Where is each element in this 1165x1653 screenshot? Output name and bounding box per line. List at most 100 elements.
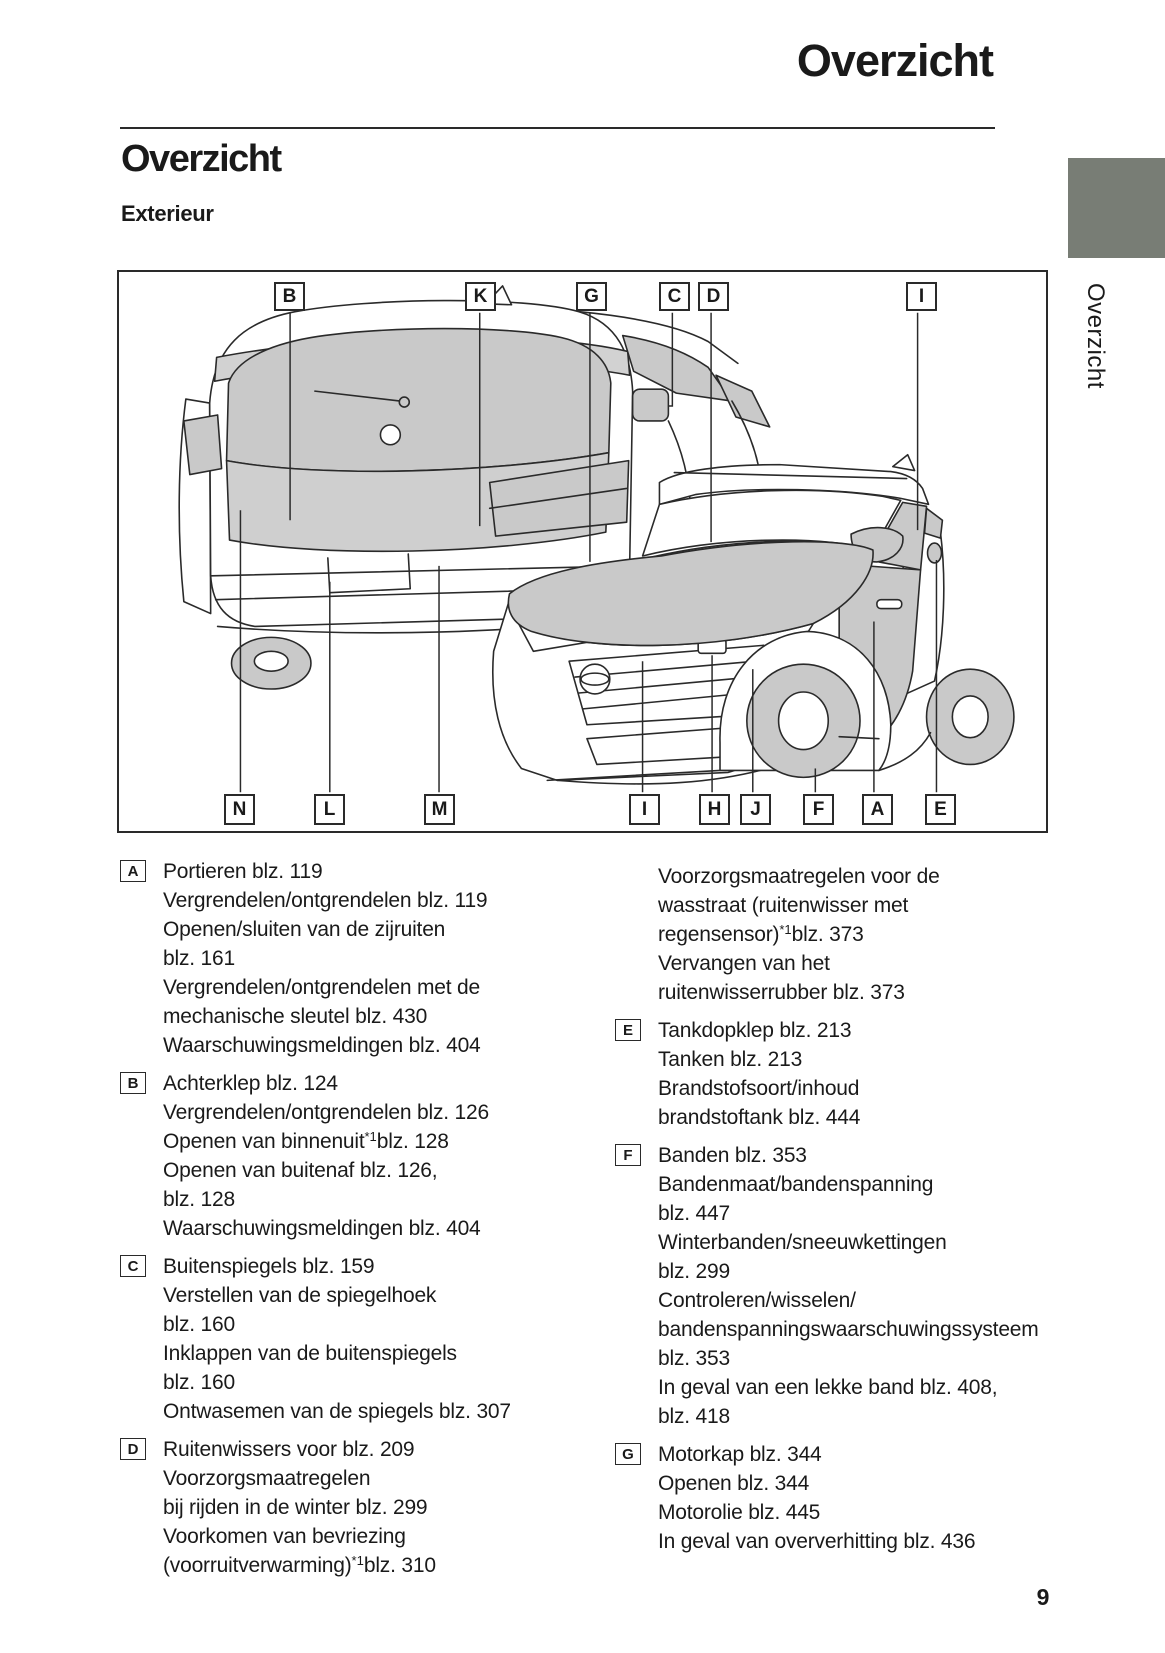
legend-line: blz. 447 [658,1202,730,1225]
page-number: 9 [1036,1584,1050,1610]
legend-letter-box-E: E [615,1019,641,1041]
legend-line: Tankdopklep blz. 213 [658,1019,852,1042]
section-tab [1068,158,1165,258]
legend-line: (voorruitverwarming)*1blz. 310 [163,1553,436,1577]
legend-line: brandstoftank blz. 444 [658,1106,861,1129]
legend-line: blz. 160 [163,1313,235,1336]
subsection-title: Exterieur [121,201,214,226]
legend-letter-box-D: D [120,1438,146,1460]
legend-line: Openen/sluiten van de zijruiten [163,918,446,941]
legend-line: Waarschuwingsmeldingen blz. 404 [163,1034,481,1057]
legend-line: ruitenwisserrubber blz. 373 [658,981,905,1004]
legend-line: mechanische sleutel blz. 430 [163,1005,428,1028]
legend-line: In geval van oververhitting blz. 436 [658,1530,976,1553]
legend-line: Vervangen van het [658,952,830,975]
legend-line: Ruitenwissers voor blz. 209 [163,1438,415,1461]
legend-line: blz. 160 [163,1371,235,1394]
legend-line: regensensor)*1blz. 373 [658,922,864,946]
diagram-label-I-bottom: I [629,794,660,825]
legend-line: bandenspanningswaarschuwingssysteem [658,1318,1039,1341]
legend-line: blz. 299 [658,1260,730,1283]
legend-letter-box-A: A [120,860,146,882]
diagram-label-E-bottom: E [925,794,956,825]
diagram-label-J-bottom: J [740,794,771,825]
legend-line: bij rijden in de winter blz. 299 [163,1496,428,1519]
legend-line: Voorzorgsmaatregelen voor de [658,865,940,888]
header-rule [120,127,995,129]
legend-line: Ontwasemen van de spiegels blz. 307 [163,1400,511,1423]
legend-line: Portieren blz. 119 [163,860,323,883]
diagram-label-L-bottom: L [314,794,345,825]
diagram-label-F-bottom: F [803,794,834,825]
legend-line: Waarschuwingsmeldingen blz. 404 [163,1217,481,1240]
legend-line: Openen blz. 344 [658,1472,810,1495]
legend-right-column: Voorzorgsmaatregelen voor de wasstraat (r… [615,862,1165,1565]
legend-line: Brandstofsoort/inhoud [658,1077,860,1100]
legend-letter-spacer [615,865,641,887]
diagram-label-H-bottom: H [699,794,730,825]
legend-line: Vergrendelen/ontgrendelen met de [163,976,481,999]
legend-line: Verstellen van de spiegelhoek [163,1284,437,1307]
footnote-marker: *1 [351,1553,364,1568]
footnote-marker: *1 [779,922,792,937]
legend-line: Inklappen van de buitenspiegels [163,1342,457,1365]
diagram-label-G-top: G [576,282,607,311]
legend-line: Bandenmaat/bandenspanning [658,1173,934,1196]
legend-letter-box-B: B [120,1072,146,1094]
page-title: Overzicht [121,138,282,180]
diagram-label-M-bottom: M [424,794,455,825]
legend-line: Openen van binnenuit*1blz. 128 [163,1129,449,1153]
legend-line: blz. 353 [658,1347,730,1370]
legend-line: Voorkomen van bevriezing [163,1525,406,1548]
legend-line: Motorkap blz. 344 [658,1443,822,1466]
legend-letter-box-C: C [120,1255,146,1277]
car-illustration [178,285,1015,793]
legend-line: Vergrendelen/ontgrendelen blz. 126 [163,1101,489,1124]
diagram-label-C-top: C [659,282,690,311]
legend-letter-box-F: F [615,1144,641,1166]
legend-line: Controleren/wisselen/ [658,1289,856,1312]
legend-line: wasstraat (ruitenwisser met [658,894,909,917]
diagram-label-K-top: K [465,282,496,311]
leader-lines [239,312,938,793]
legend-line: Vergrendelen/ontgrendelen blz. 119 [163,889,488,912]
legend-line: Motorolie blz. 445 [658,1501,821,1524]
legend-line: blz. 418 [658,1405,730,1428]
diagram-label-N-bottom: N [224,794,255,825]
diagram-label-I-top: I [906,282,937,311]
legend-line: Achterklep blz. 124 [163,1072,338,1095]
diagram-label-D-top: D [698,282,729,311]
diagram-label-B-top: B [274,282,305,311]
sidebar-tab-label: Overzicht [1081,283,1109,389]
legend-line: In geval van een lekke band blz. 408, [658,1376,998,1399]
legend-line: blz. 128 [163,1188,235,1211]
legend-line: Openen van buitenaf blz. 126, [163,1159,438,1182]
legend-line: Tanken blz. 213 [658,1048,803,1071]
diagram-label-A-bottom: A [862,794,893,825]
legend-letter-box-G: G [615,1443,641,1465]
footnote-marker: *1 [364,1129,377,1144]
legend-item-continued: Voorzorgsmaatregelen voor de wasstraat (r… [615,862,1165,1007]
chapter-title: Overzicht [796,35,994,86]
legend-line: Winterbanden/sneeuwkettingen [658,1231,947,1254]
legend-line: blz. 161 [163,947,235,970]
legend-line: Buitenspiegels blz. 159 [163,1255,375,1278]
legend-lines: Voorzorgsmaatregelen voor de wasstraat (r… [658,862,940,1007]
